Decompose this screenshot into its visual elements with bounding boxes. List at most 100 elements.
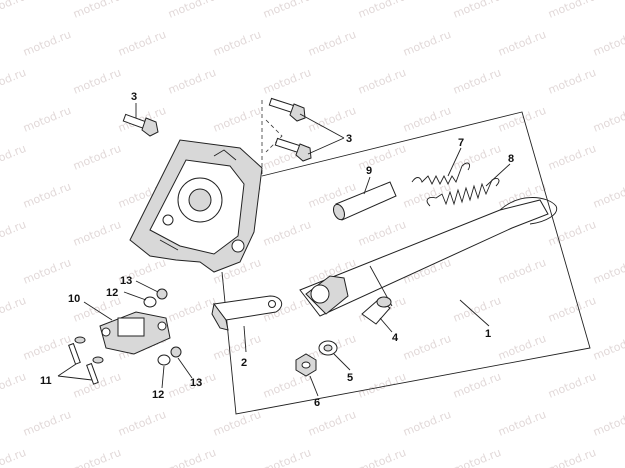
- switch-nut-bottom: [170, 346, 182, 358]
- callout-13-top: 13: [120, 275, 132, 287]
- side-stand-switch: [99, 311, 171, 355]
- watermark-text: motod.ru: [306, 28, 358, 59]
- callout-8: 8: [508, 153, 514, 165]
- callout-3-right: 3: [346, 133, 352, 145]
- watermark-text: motod.ru: [0, 142, 28, 173]
- callout-5: 5: [347, 372, 353, 384]
- bolt-guide-line: [265, 119, 283, 153]
- watermark-text: motod.ru: [496, 28, 548, 59]
- watermark-text: motod.ru: [356, 0, 408, 21]
- switch-washer-bottom: [157, 354, 171, 366]
- watermark-text: motod.ru: [401, 104, 453, 135]
- watermark-text: motod.ru: [356, 446, 408, 468]
- watermark-text: motod.ru: [496, 332, 548, 363]
- watermark-text: motod.ru: [401, 180, 453, 211]
- watermark-text: motod.ru: [0, 218, 28, 249]
- spring-small: [411, 162, 471, 186]
- callout-3-top: 3: [131, 91, 137, 103]
- pivot-bushing: [361, 296, 392, 325]
- pivot-pin: [332, 181, 397, 221]
- watermark-text: motod.ru: [591, 408, 625, 439]
- watermark-text: motod.ru: [0, 0, 28, 21]
- watermark-text: motod.ru: [401, 28, 453, 59]
- bracket-bolt-upper-right: [268, 97, 306, 122]
- watermark-text: motod.ru: [21, 256, 73, 287]
- callout-12-bottom: 12: [152, 389, 164, 401]
- watermark-text: motod.ru: [71, 66, 123, 97]
- callout-6: 6: [314, 397, 320, 409]
- watermark-text: motod.ru: [71, 446, 123, 468]
- watermark-text: motod.ru: [546, 446, 598, 468]
- leader-lines: [57, 103, 511, 397]
- stand-plate: [211, 295, 283, 331]
- callout-2: 2: [241, 357, 247, 369]
- watermark-text: motod.ru: [261, 0, 313, 21]
- assembly-boundary: [221, 111, 591, 415]
- watermark-text: motod.ru: [591, 104, 625, 135]
- watermark-text: motod.ru: [116, 28, 168, 59]
- watermark-text: motod.ru: [0, 446, 28, 468]
- watermark-text: motod.ru: [166, 294, 218, 325]
- watermark-text: motod.ru: [591, 180, 625, 211]
- watermark-text: motod.ru: [71, 142, 123, 173]
- callout-11: 11: [40, 375, 52, 387]
- spring-large: [426, 177, 500, 207]
- watermark-text: motod.ru: [21, 408, 73, 439]
- watermark-text: motod.ru: [0, 370, 28, 401]
- watermark-text: motod.ru: [211, 408, 263, 439]
- watermark-text: motod.ru: [451, 370, 503, 401]
- watermark-text: motod.ru: [401, 408, 453, 439]
- watermark-text: motod.ru: [71, 370, 123, 401]
- main-bracket: [129, 139, 263, 273]
- watermark-text: motod.ru: [261, 446, 313, 468]
- watermark-text: motod.ru: [211, 332, 263, 363]
- side-stand: [299, 197, 558, 317]
- callout-13-bottom: 13: [190, 377, 202, 389]
- watermark-text: motod.ru: [356, 370, 408, 401]
- washer-hole: [323, 344, 333, 352]
- watermark-text: motod.ru: [546, 294, 598, 325]
- callout-4: 4: [392, 332, 399, 344]
- watermark-text: motod.ru: [71, 0, 123, 21]
- watermark-text: motod.ru: [546, 370, 598, 401]
- watermark-text: motod.ru: [166, 446, 218, 468]
- bracket-bolt-top: [122, 113, 159, 137]
- watermark-text: motod.ru: [591, 28, 625, 59]
- watermark-text: motod.ru: [591, 256, 625, 287]
- watermark-text: motod.ru: [306, 408, 358, 439]
- watermark-text: motod.ru: [166, 66, 218, 97]
- watermark-text: motod.ru: [451, 0, 503, 21]
- watermark-text: motod.ru: [591, 332, 625, 363]
- callout-10: 10: [68, 293, 80, 305]
- switch-washer-top: [143, 296, 157, 308]
- watermark-text: motod.ru: [71, 218, 123, 249]
- watermark-text: motod.ru: [496, 256, 548, 287]
- bracket-bolt-lower-right: [274, 137, 312, 162]
- watermark-text: motod.ru: [451, 66, 503, 97]
- watermark-text: motod.ru: [356, 218, 408, 249]
- watermark-text: motod.ru: [21, 28, 73, 59]
- switch-screw-bottom: [86, 356, 104, 385]
- watermark-text: motod.ru: [356, 66, 408, 97]
- watermark-text: motod.ru: [451, 294, 503, 325]
- switch-nut-top: [156, 288, 168, 300]
- watermark-text: motod.ru: [0, 66, 28, 97]
- watermark-text: motod.ru: [211, 28, 263, 59]
- watermark-text: motod.ru: [166, 0, 218, 21]
- watermark-text: motod.ru: [306, 104, 358, 135]
- watermark-text: motod.ru: [546, 66, 598, 97]
- watermark-text: motod.ru: [211, 104, 263, 135]
- watermark-text: motod.ru: [401, 332, 453, 363]
- callout-9: 9: [366, 165, 372, 177]
- watermark-text: motod.ru: [496, 104, 548, 135]
- hex-nut-hole: [301, 361, 311, 369]
- callout-7: 7: [458, 137, 464, 149]
- watermark-text: motod.ru: [261, 218, 313, 249]
- callout-12-top: 12: [106, 287, 118, 299]
- watermark-text: motod.ru: [496, 408, 548, 439]
- watermark-text: motod.ru: [0, 294, 28, 325]
- watermark-text: motod.ru: [546, 142, 598, 173]
- watermark-text: motod.ru: [21, 332, 73, 363]
